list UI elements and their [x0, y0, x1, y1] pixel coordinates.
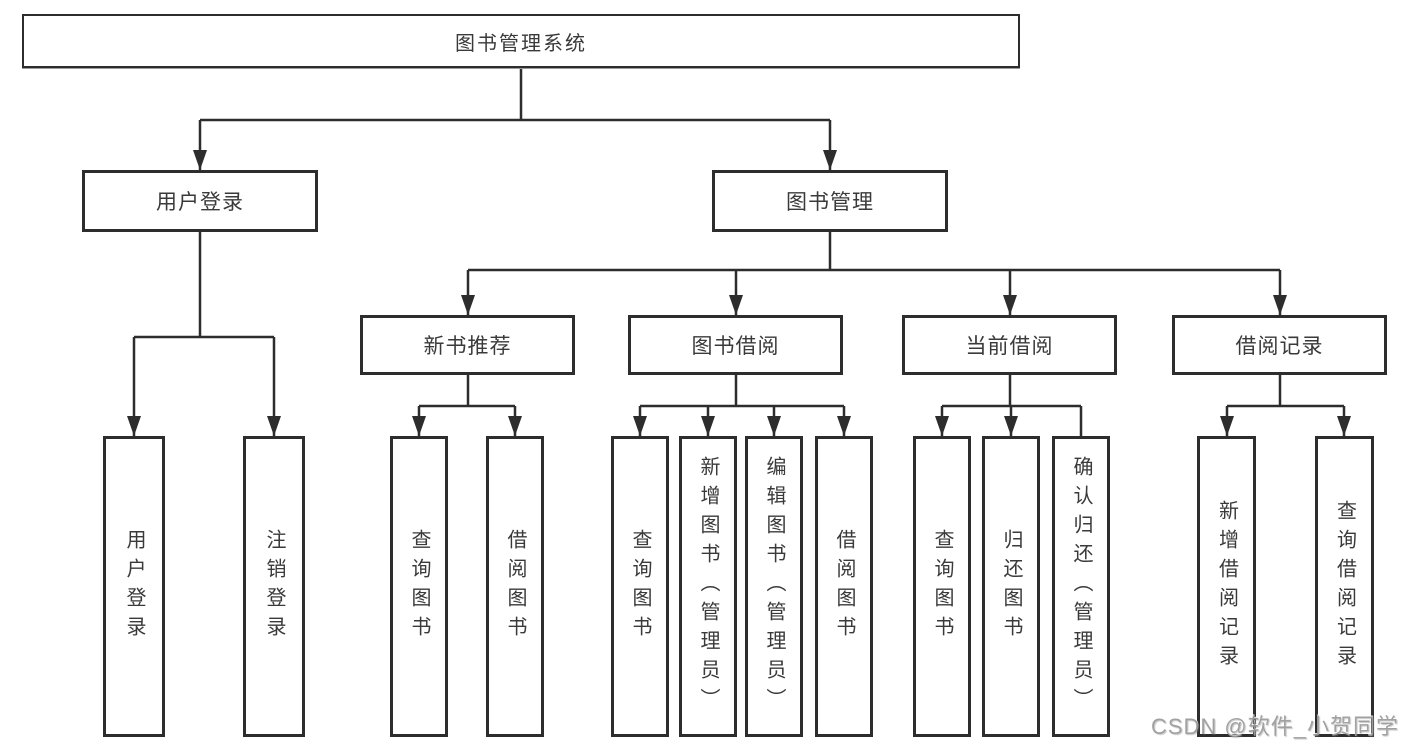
leaf-query-borrow-record-label: 查询借阅记录 [1333, 499, 1356, 674]
connector-paths [132, 68, 1346, 436]
leaf-user-login: 用户登录 [103, 436, 165, 737]
leaf-borrow-books-recommend-label: 借阅图书 [504, 528, 526, 645]
node-book-borrowing: 图书借阅 [628, 315, 843, 375]
leaf-borrow-books-recommend: 借阅图书 [486, 436, 544, 737]
leaf-borrow-books: 借阅图书 [815, 436, 873, 737]
leaf-query-borrow-record: 查询借阅记录 [1315, 436, 1374, 737]
leaf-query-books-recommend-label: 查询图书 [408, 528, 430, 645]
node-root: 图书管理系统 [22, 14, 1020, 68]
leaf-add-book-admin-label: 新增图书（管理员） [697, 456, 719, 717]
leaf-query-books-current-label: 查询图书 [931, 528, 953, 645]
leaf-query-books-borrowing: 查询图书 [611, 436, 669, 737]
leaf-confirm-return-admin-label: 确认归还（管理员） [1070, 456, 1092, 717]
leaf-logout-login: 注销登录 [243, 436, 305, 737]
leaf-add-book-admin: 新增图书（管理员） [679, 436, 737, 737]
leaf-query-books-current: 查询图书 [913, 436, 971, 737]
leaf-return-books: 归还图书 [982, 436, 1040, 737]
node-user-login: 用户登录 [82, 170, 318, 232]
leaf-edit-book-admin-label: 编辑图书（管理员） [763, 456, 785, 717]
node-borrowing-records: 借阅记录 [1172, 315, 1387, 375]
leaf-edit-book-admin: 编辑图书（管理员） [745, 436, 803, 737]
leaf-logout-login-label: 注销登录 [263, 528, 285, 645]
leaf-query-books-borrowing-label: 查询图书 [629, 528, 651, 645]
leaf-query-books-recommend: 查询图书 [390, 436, 448, 737]
leaf-add-borrow-record: 新增借阅记录 [1197, 436, 1256, 737]
leaf-add-borrow-record-label: 新增借阅记录 [1215, 499, 1238, 674]
node-current-borrowing: 当前借阅 [902, 315, 1117, 375]
leaf-confirm-return-admin: 确认归还（管理员） [1052, 436, 1110, 737]
leaf-return-books-label: 归还图书 [1000, 528, 1022, 645]
leaf-borrow-books-label: 借阅图书 [833, 528, 855, 645]
node-book-management: 图书管理 [712, 170, 948, 232]
node-new-book-recommend: 新书推荐 [360, 315, 575, 375]
leaf-user-login-label: 用户登录 [123, 528, 145, 645]
csdn-watermark: CSDN @软件_小贺同学 [1150, 714, 1399, 739]
